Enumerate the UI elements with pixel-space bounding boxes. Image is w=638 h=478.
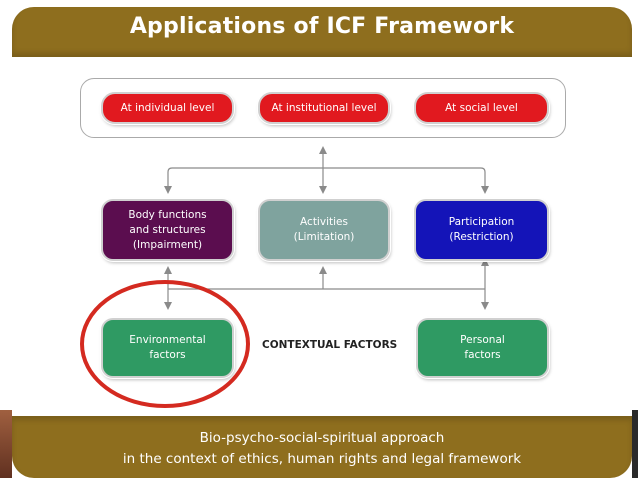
activities-line1: Activities: [300, 216, 348, 228]
participation-box: Participation (Restriction): [414, 199, 549, 261]
personal-line2: factors: [464, 349, 501, 361]
slide-title: Applications of ICF Framework: [129, 14, 515, 39]
personal-line1: Personal: [460, 334, 505, 346]
environmental-factors-box: Environmental factors: [101, 318, 234, 378]
personal-factors-box: Personal factors: [416, 318, 549, 378]
level-institutional: At institutional level: [258, 92, 390, 124]
level-institutional-label: At institutional level: [271, 101, 377, 114]
title-band: [12, 7, 632, 57]
level-individual: At individual level: [101, 92, 234, 124]
top-bracket: [164, 167, 489, 194]
footer-line1: Bio-psycho-social-spiritual approach: [199, 430, 445, 446]
environmental-line1: Environmental: [129, 334, 206, 346]
activities-line2: (Limitation): [293, 231, 355, 243]
body-functions-line3: (Impairment): [132, 238, 203, 251]
participation-line2: (Restriction): [449, 231, 514, 243]
footer-line2: in the context of ethics, human rights a…: [122, 451, 522, 467]
highlight-circle: [80, 280, 250, 408]
activities-box: Activities (Limitation): [258, 199, 390, 261]
left-edge-photo: [0, 410, 12, 478]
level-social: At social level: [414, 92, 549, 124]
body-functions-line2: and structures: [129, 223, 206, 236]
participation-line1: Participation: [448, 216, 515, 228]
body-functions-box: Body functions and structures (Impairmen…: [101, 199, 234, 261]
footer-band: [12, 416, 632, 478]
level-social-label: At social level: [445, 101, 518, 114]
environmental-line2: factors: [149, 349, 186, 361]
body-functions-line1: Body functions: [128, 208, 207, 221]
contextual-factors-label: CONTEXTUAL FACTORS: [262, 339, 398, 351]
level-individual-label: At individual level: [120, 101, 215, 114]
right-edge-shadow: [632, 410, 638, 478]
